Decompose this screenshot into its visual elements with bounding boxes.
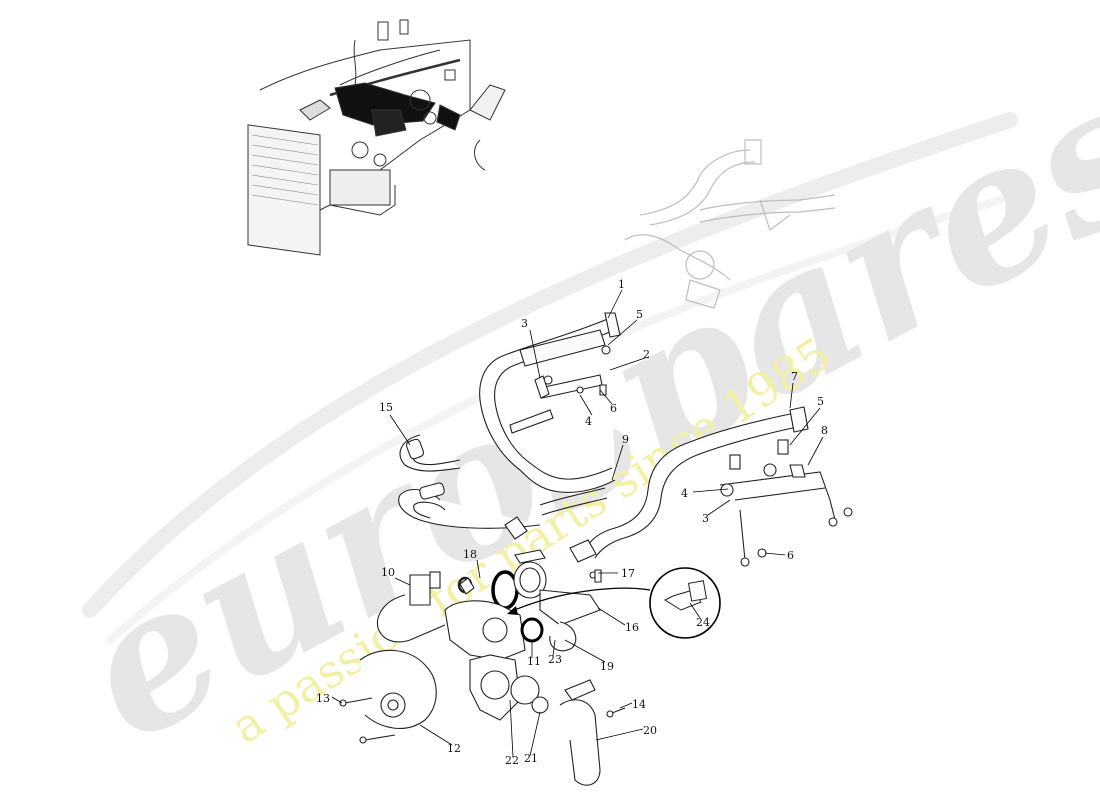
callout-21: 21 [524, 752, 538, 765]
callout-3: 3 [521, 317, 528, 330]
callout-20: 20 [643, 724, 657, 737]
lower-coolant-pipe-assembly [504, 406, 853, 567]
callout-18: 18 [463, 548, 477, 561]
callout-13: 13 [316, 692, 330, 705]
callout-5: 5 [636, 308, 643, 321]
callout-12: 12 [447, 742, 461, 755]
callout-4: 4 [681, 487, 688, 500]
callout-15: 15 [379, 401, 393, 414]
reference-pipework-faded [624, 139, 836, 309]
callout-10: 10 [381, 566, 395, 579]
callout-5: 5 [817, 395, 824, 408]
upper-coolant-pipe-assembly [398, 312, 621, 529]
callout-22: 22 [505, 754, 519, 767]
callout-3: 3 [702, 512, 709, 525]
leader-lines [331, 289, 824, 758]
callout-4: 4 [585, 415, 592, 428]
callout-6: 6 [610, 402, 617, 415]
thermostat-housing-assembly [339, 549, 626, 786]
callout-16: 16 [625, 621, 639, 634]
engine-overview-illustration [247, 19, 506, 256]
sensor-detail-callout [507, 567, 721, 639]
callout-1: 1 [618, 278, 625, 291]
callout-9: 9 [622, 433, 629, 446]
callout-7: 7 [791, 370, 798, 383]
callout-24: 24 [696, 616, 710, 629]
callout-2: 2 [643, 348, 650, 361]
callout-17: 17 [621, 567, 635, 580]
callout-19: 19 [600, 660, 614, 673]
callout-23: 23 [548, 653, 562, 666]
callout-8: 8 [821, 424, 828, 437]
callout-6: 6 [787, 549, 794, 562]
callout-labels: 1 2 3 4 5 6 7 5 8 9 4 3 6 15 10 18 17 16… [316, 278, 828, 767]
callout-14: 14 [632, 698, 646, 711]
callout-11: 11 [527, 655, 541, 668]
